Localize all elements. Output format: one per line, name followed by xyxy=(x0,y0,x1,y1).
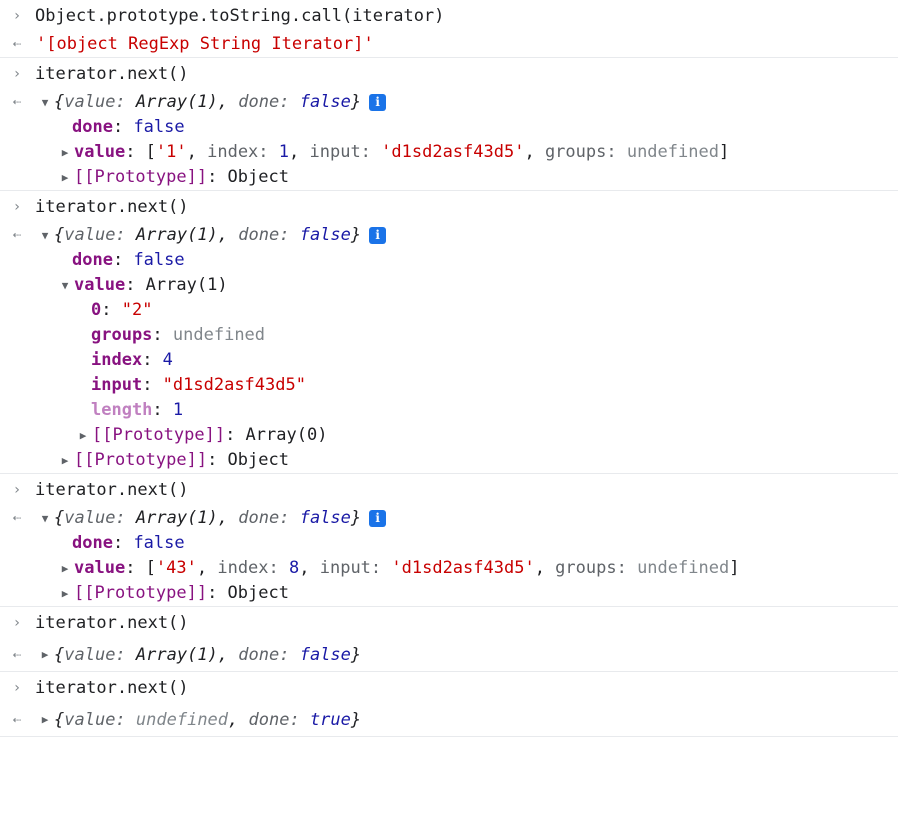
command-row[interactable]: › iterator.next() xyxy=(0,672,898,704)
done-property-row: done: false xyxy=(72,117,185,137)
prototype-row[interactable]: ▶[[Prototype]]: Object xyxy=(0,448,898,473)
object-summary-row[interactable]: ⇠ ▶{value: Array(1), done: false} xyxy=(0,639,898,671)
command-row[interactable]: › Object.prototype.toString.call(iterato… xyxy=(0,0,898,32)
command-text: iterator.next() xyxy=(35,197,189,217)
result-string: '[object RegExp String Iterator]' xyxy=(36,34,374,54)
object-summary-row[interactable]: ⇠ ▼{value: Array(1), done: false}i xyxy=(0,506,898,531)
result-arrow-icon: ⇠ xyxy=(12,712,22,728)
array-prototype-row[interactable]: ▶[[Prototype]]: Array(0) xyxy=(0,423,898,448)
command-text: iterator.next() xyxy=(35,678,189,698)
array-groups-row: groups: undefined xyxy=(91,325,266,345)
prompt-chevron-icon: › xyxy=(12,482,22,498)
value-property-row[interactable]: ▶value: ['43', index: 8, input: 'd1sd2as… xyxy=(0,556,898,581)
array-index-row: index: 4 xyxy=(91,350,173,370)
expanded-triangle-icon[interactable]: ▼ xyxy=(41,512,49,525)
prompt-chevron-icon: › xyxy=(12,199,22,215)
prompt-chevron-icon: › xyxy=(12,615,22,631)
prompt-chevron-icon: › xyxy=(12,680,22,696)
collapsed-triangle-icon[interactable]: ▶ xyxy=(61,454,69,467)
result-row: ⇠ '[object RegExp String Iterator]' xyxy=(0,32,898,57)
collapsed-triangle-icon[interactable]: ▶ xyxy=(79,429,87,442)
object-summary-row[interactable]: ⇠ ▼{value: Array(1), done: false}i xyxy=(0,90,898,115)
prompt-chevron-icon: › xyxy=(12,66,22,82)
array-item-0-row: 0: "2" xyxy=(91,300,153,320)
done-property-row: done: false xyxy=(72,533,185,553)
result-arrow-icon: ⇠ xyxy=(12,647,22,663)
prompt-chevron-icon: › xyxy=(12,8,22,24)
expanded-triangle-icon[interactable]: ▼ xyxy=(41,96,49,109)
expanded-triangle-icon[interactable]: ▼ xyxy=(41,229,49,242)
prototype-row[interactable]: ▶[[Prototype]]: Object xyxy=(0,165,898,190)
command-text: iterator.next() xyxy=(35,64,189,84)
array-length-row: length: 1 xyxy=(91,400,184,420)
command-row[interactable]: › iterator.next() xyxy=(0,191,898,223)
value-property-row[interactable]: ▼value: Array(1) xyxy=(0,273,898,298)
collapsed-triangle-icon[interactable]: ▶ xyxy=(61,146,69,159)
result-arrow-icon: ⇠ xyxy=(12,227,22,243)
console-entry-next-5: › iterator.next() ⇠ ▶{value: undefined, … xyxy=(0,672,898,737)
prototype-row[interactable]: ▶[[Prototype]]: Object xyxy=(0,581,898,606)
expanded-triangle-icon[interactable]: ▼ xyxy=(61,279,69,292)
collapsed-triangle-icon[interactable]: ▶ xyxy=(41,648,49,661)
console-entry-next-4: › iterator.next() ⇠ ▶{value: Array(1), d… xyxy=(0,607,898,672)
done-property-row: done: false xyxy=(72,250,185,270)
command-row[interactable]: › iterator.next() xyxy=(0,607,898,639)
command-row[interactable]: › iterator.next() xyxy=(0,58,898,90)
command-text: Object.prototype.toString.call(iterator) xyxy=(35,6,445,26)
collapsed-triangle-icon[interactable]: ▶ xyxy=(61,562,69,575)
object-summary-row[interactable]: ⇠ ▼{value: Array(1), done: false}i xyxy=(0,223,898,248)
array-input-row: input: "d1sd2asf43d5" xyxy=(91,375,306,395)
value-property-row[interactable]: ▶value: ['1', index: 1, input: 'd1sd2asf… xyxy=(0,140,898,165)
devtools-console: › Object.prototype.toString.call(iterato… xyxy=(0,0,898,737)
collapsed-triangle-icon[interactable]: ▶ xyxy=(61,587,69,600)
command-row[interactable]: › iterator.next() xyxy=(0,474,898,506)
info-icon[interactable]: i xyxy=(369,509,387,527)
collapsed-triangle-icon[interactable]: ▶ xyxy=(61,171,69,184)
info-icon[interactable]: i xyxy=(369,226,387,244)
result-arrow-icon: ⇠ xyxy=(12,510,22,526)
console-entry-tostring: › Object.prototype.toString.call(iterato… xyxy=(0,0,898,58)
result-arrow-icon: ⇠ xyxy=(12,94,22,110)
collapsed-triangle-icon[interactable]: ▶ xyxy=(41,713,49,726)
command-text: iterator.next() xyxy=(35,480,189,500)
info-icon[interactable]: i xyxy=(369,93,387,111)
result-arrow-icon: ⇠ xyxy=(12,36,22,52)
object-summary-row[interactable]: ⇠ ▶{value: undefined, done: true} xyxy=(0,704,898,736)
console-entry-next-1: › iterator.next() ⇠ ▼{value: Array(1), d… xyxy=(0,58,898,191)
command-text: iterator.next() xyxy=(35,613,189,633)
console-entry-next-3: › iterator.next() ⇠ ▼{value: Array(1), d… xyxy=(0,474,898,607)
console-entry-next-2: › iterator.next() ⇠ ▼{value: Array(1), d… xyxy=(0,191,898,474)
